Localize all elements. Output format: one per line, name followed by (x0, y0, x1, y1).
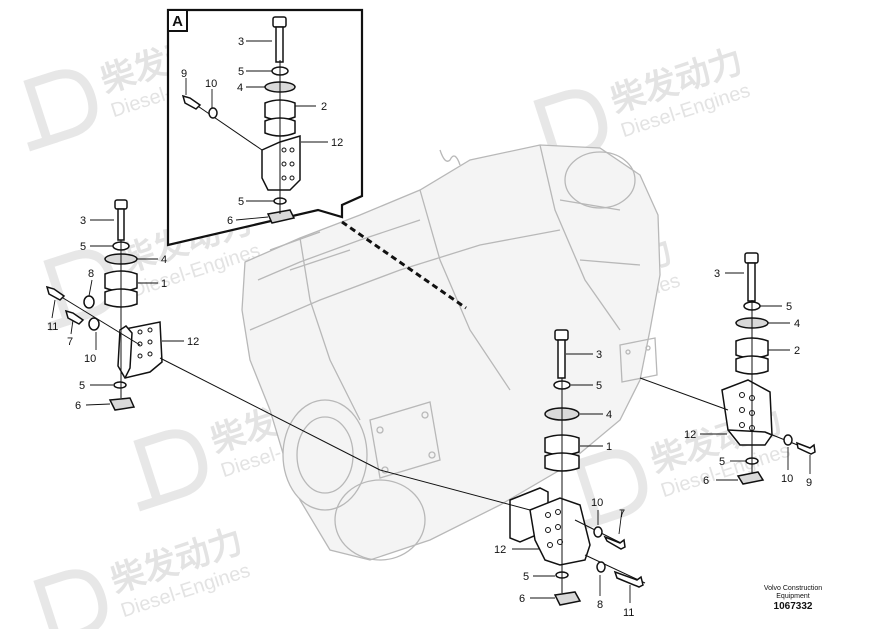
inset-label-box (167, 9, 188, 32)
nut-plate (736, 471, 765, 485)
bolt-small (64, 309, 85, 325)
callout-12: 12 (331, 137, 343, 149)
callout-10: 10 (591, 497, 603, 509)
callout-3: 3 (596, 349, 602, 361)
bolt-small (181, 94, 202, 110)
callout-4: 4 (606, 409, 612, 421)
callout-6: 6 (227, 215, 233, 227)
callout-5-lower: 5 (238, 196, 244, 208)
callout-6: 6 (75, 400, 81, 412)
callout-8: 8 (88, 268, 94, 280)
bolt-small (603, 535, 626, 550)
inset-label: A (172, 13, 183, 30)
callout-10: 10 (205, 78, 217, 90)
callout-12: 12 (684, 429, 696, 441)
callout-4: 4 (161, 254, 167, 266)
callout-1: 1 (161, 278, 167, 290)
callout-12: 12 (494, 544, 506, 556)
watermark-logo-icon (133, 429, 208, 512)
watermark-logo-icon (33, 569, 108, 629)
callout-7: 7 (619, 508, 625, 520)
bolt-small (613, 570, 644, 588)
callout-7: 7 (67, 336, 73, 348)
callout-10: 10 (781, 473, 793, 485)
callout-9: 9 (806, 477, 812, 489)
callout-6: 6 (519, 593, 525, 605)
washer (113, 381, 127, 389)
footer-brand: Volvo Construction Equipment (763, 585, 823, 600)
right-mount: 3 5 4 2 12 5 10 9 6 (639, 252, 816, 489)
callout-5: 5 (786, 301, 792, 313)
bolt-shank (275, 26, 284, 63)
watermark-logo-icon (23, 69, 98, 152)
bolt-shank (557, 339, 566, 379)
callout-6: 6 (703, 475, 709, 487)
drawing-number: 1067332 (773, 601, 813, 612)
callout-9: 9 (181, 68, 187, 80)
callout-3: 3 (80, 215, 86, 227)
washer-small (88, 317, 100, 331)
callout-4: 4 (237, 82, 243, 94)
washer-small (208, 107, 218, 119)
nut-plate (266, 209, 296, 224)
callout-5-lower: 5 (523, 571, 529, 583)
callout-5-lower: 5 (79, 380, 85, 392)
callout-11: 11 (623, 607, 634, 619)
washer-small (593, 526, 603, 538)
left-mount: 3 5 4 8 1 11 7 10 12 5 6 (45, 199, 381, 471)
washer-small (783, 434, 793, 446)
callout-3: 3 (714, 268, 720, 280)
bracket-side (119, 325, 133, 379)
inset-leader-dashed (341, 220, 467, 310)
inset-a: A 3 5 4 (166, 8, 364, 247)
callout-4: 4 (794, 318, 800, 330)
callout-1: 1 (606, 441, 612, 453)
callout-2: 2 (321, 101, 327, 113)
bolt-shank (747, 262, 756, 302)
nut-plate (553, 591, 582, 606)
callout-5: 5 (238, 66, 244, 78)
bolt-shank (117, 208, 125, 241)
callout-12: 12 (187, 336, 199, 348)
bracket (529, 497, 591, 566)
callout-8: 8 (597, 599, 603, 611)
callout-10: 10 (84, 353, 96, 365)
callout-3: 3 (238, 36, 244, 48)
callout-5: 5 (80, 241, 86, 253)
callout-5-lower: 5 (719, 456, 725, 468)
bolt-head (554, 329, 569, 341)
bolt-small (795, 441, 816, 455)
callout-5: 5 (596, 380, 602, 392)
bolt-head (744, 252, 759, 264)
bolt-head (272, 16, 287, 28)
center-mount: 3 5 4 1 10 7 12 5 6 8 11 (379, 329, 646, 619)
bolt-head (114, 199, 128, 210)
bolt-small (45, 285, 66, 301)
callout-11: 11 (47, 321, 58, 333)
callout-2: 2 (794, 345, 800, 357)
nut-plate (108, 397, 136, 411)
washer-small (83, 295, 95, 309)
washer-small (596, 561, 606, 573)
